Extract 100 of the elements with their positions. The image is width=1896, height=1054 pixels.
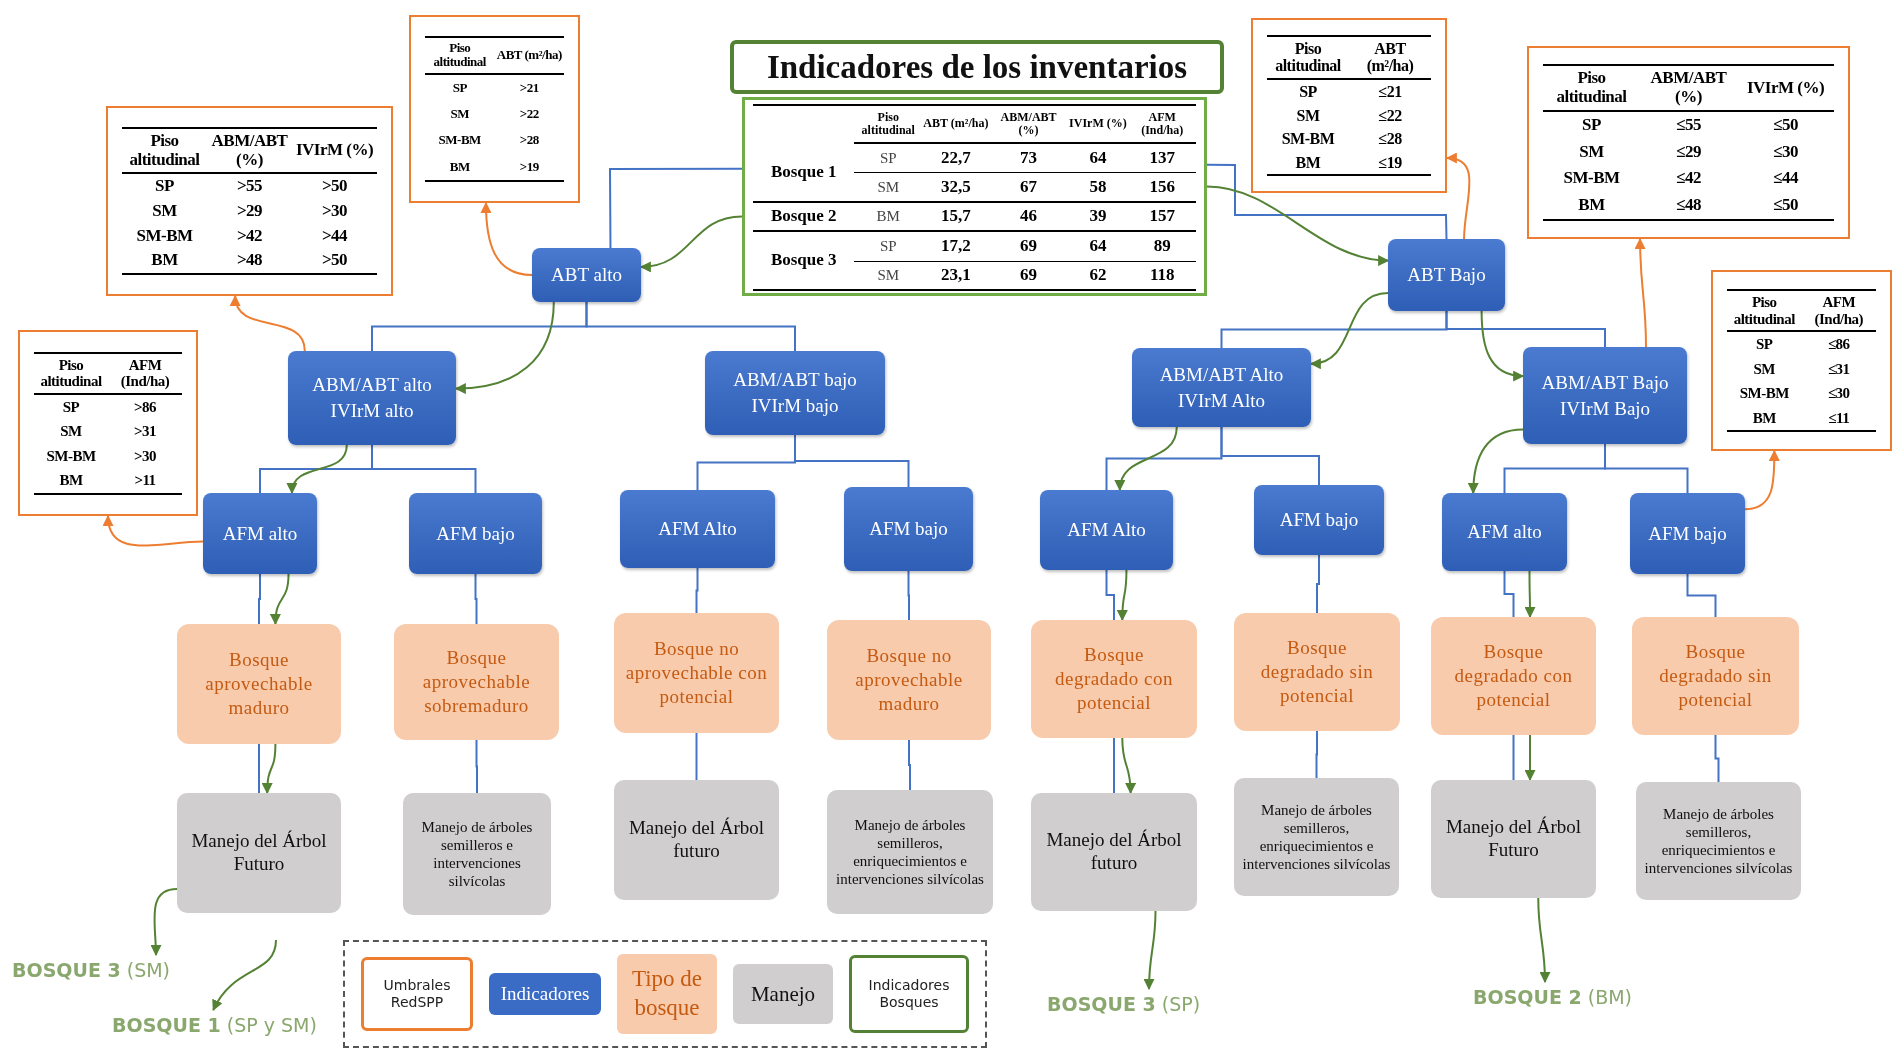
- table-cell-text: ≤30: [1826, 384, 1851, 403]
- table-cell-text: ≤19: [1377, 152, 1403, 173]
- table-cell: 137: [1128, 144, 1196, 174]
- table-cell-text: SM-BM: [437, 131, 482, 150]
- row-header: Bosque 2: [753, 202, 855, 233]
- connector-line: [1220, 426, 1320, 486]
- arrow: [1206, 185, 1390, 266]
- table-cell: 64: [1067, 232, 1129, 262]
- arrow: [231, 294, 306, 352]
- column-header: ABT (m²/ha): [922, 106, 990, 144]
- table-cell: 17,2: [922, 232, 990, 262]
- column-header: ABM/ABT (%): [1640, 66, 1737, 112]
- connector-line: [1445, 310, 1606, 348]
- forest-label: BOSQUE 3 (SP): [1047, 989, 1217, 1019]
- table-cell-text: ≤42: [1675, 167, 1702, 190]
- column-header: ABM/ABT (%): [207, 128, 292, 175]
- column-header: Piso altitudinal: [1543, 66, 1640, 112]
- table-cell-text: ≤22: [1377, 105, 1403, 126]
- connector-line: [1503, 570, 1515, 618]
- table-cell-text: ≤31: [1826, 359, 1851, 379]
- column-header: ABM/ABT (%): [989, 106, 1068, 144]
- arrow: [103, 514, 204, 547]
- management-box: Manejo de árboles semilleros, enriquecimientos e intervenciones silvícolas: [827, 790, 993, 914]
- forest-label: BOSQUE 3 (SM): [12, 955, 192, 985]
- connector-line: [1604, 443, 1689, 494]
- table-cell-text: >86: [132, 397, 158, 417]
- arrow: [1121, 737, 1136, 795]
- indicator-box: AFM Alto: [1040, 490, 1173, 570]
- table-cell-text: ≤86: [1826, 335, 1851, 354]
- table-cell-text: >21: [518, 78, 540, 97]
- connector-line: [585, 301, 796, 352]
- arrow: [1468, 428, 1524, 495]
- table-cell-text: BM: [58, 471, 84, 490]
- column-header: IVIrM (%): [1067, 106, 1129, 144]
- indicator-box: AFM bajo: [1630, 493, 1745, 574]
- table-cell-text: SM: [1295, 105, 1321, 126]
- connector-line: [258, 573, 261, 625]
- table-cell-text: SM-BM: [1280, 129, 1336, 150]
- connector-line: [1315, 730, 1318, 779]
- indicator-box: AFM bajo: [409, 493, 542, 574]
- forest-type-box: Bosque degradado sin potencial: [1632, 617, 1799, 735]
- legend-swatch: Umbrales RedSPP: [361, 957, 473, 1031]
- threshold-table: [1251, 18, 1447, 193]
- table-cell-text: BM: [1577, 193, 1606, 216]
- indicator-box: ABM/ABT Bajo IVIrM Bajo: [1523, 347, 1687, 444]
- table-cell: BM: [854, 202, 923, 233]
- indicator-box: ABM/ABT bajo IVIrM bajo: [705, 351, 885, 435]
- legend-swatch: Tipo de bosque: [617, 954, 717, 1034]
- table-cell-text: SP: [451, 78, 468, 97]
- table-cell-text: ≤55: [1675, 113, 1702, 136]
- table-cell-text: ≤44: [1772, 167, 1800, 190]
- table-cell-text: >42: [235, 224, 264, 247]
- arrow: [150, 888, 178, 957]
- arrow: [1524, 734, 1536, 782]
- column-header: Piso altitudinal: [854, 106, 923, 144]
- column-header: Piso altitudinal: [1727, 291, 1802, 332]
- table-cell-text: >55: [235, 175, 264, 198]
- arrow: [261, 743, 277, 795]
- connector-line: [1714, 734, 1720, 783]
- arrow: [1480, 310, 1525, 381]
- table-cell-text: SM-BM: [1738, 384, 1790, 403]
- arrow: [1143, 910, 1157, 991]
- table-cell-text: >30: [320, 200, 349, 222]
- column-header: IVIrM (%): [1737, 66, 1834, 112]
- indicator-box: ABM/ABT Alto IVIrM Alto: [1132, 348, 1311, 427]
- legend-swatch: Indicadores: [489, 973, 601, 1015]
- indicator-box: AFM alto: [203, 493, 317, 574]
- management-box: Manejo del Árbol Futuro: [1431, 780, 1596, 898]
- column-header: ABT (m²/ha): [1349, 36, 1431, 80]
- table-cell: 69: [989, 261, 1068, 291]
- table-cell: 58: [1067, 173, 1129, 203]
- management-box: Manejo de árboles semilleros, enriquecimientos e intervenciones silvícolas: [1234, 778, 1399, 896]
- table-cell-text: SM: [1752, 359, 1776, 379]
- threshold-table: [1527, 46, 1850, 239]
- connector-line: [1512, 734, 1515, 781]
- table-cell-text: ≤50: [1772, 113, 1799, 136]
- connector-line: [1316, 554, 1320, 614]
- connector-line: [475, 739, 478, 794]
- table-cell: SP: [854, 144, 923, 174]
- connector-line: [258, 743, 260, 794]
- connector-line: [695, 732, 698, 781]
- table-cell-text: >44: [320, 224, 349, 247]
- data-table: [742, 97, 1207, 296]
- arrow: [1744, 449, 1780, 511]
- arrow: [287, 444, 348, 495]
- column-header: Piso altitudinal: [1267, 36, 1349, 80]
- arrow: [1116, 569, 1128, 622]
- diagram-title: Indicadores de los inventarios: [730, 40, 1224, 94]
- forest-label: BOSQUE 1 (SP y SM): [112, 1010, 337, 1042]
- table-cell-text: SP: [154, 175, 175, 198]
- table-cell-text: SM: [151, 200, 178, 222]
- table-cell-text: >19: [518, 157, 540, 176]
- table-cell: 39: [1067, 202, 1129, 233]
- indicator-box: ABT alto: [532, 248, 641, 302]
- connector-line: [907, 570, 910, 621]
- indicator-box: AFM bajo: [1254, 485, 1384, 555]
- column-header: ABT (m²/ha): [494, 38, 564, 75]
- legend-swatch: Manejo: [733, 964, 833, 1024]
- threshold-table: [18, 330, 198, 516]
- table-cell-text: SM: [1578, 140, 1605, 163]
